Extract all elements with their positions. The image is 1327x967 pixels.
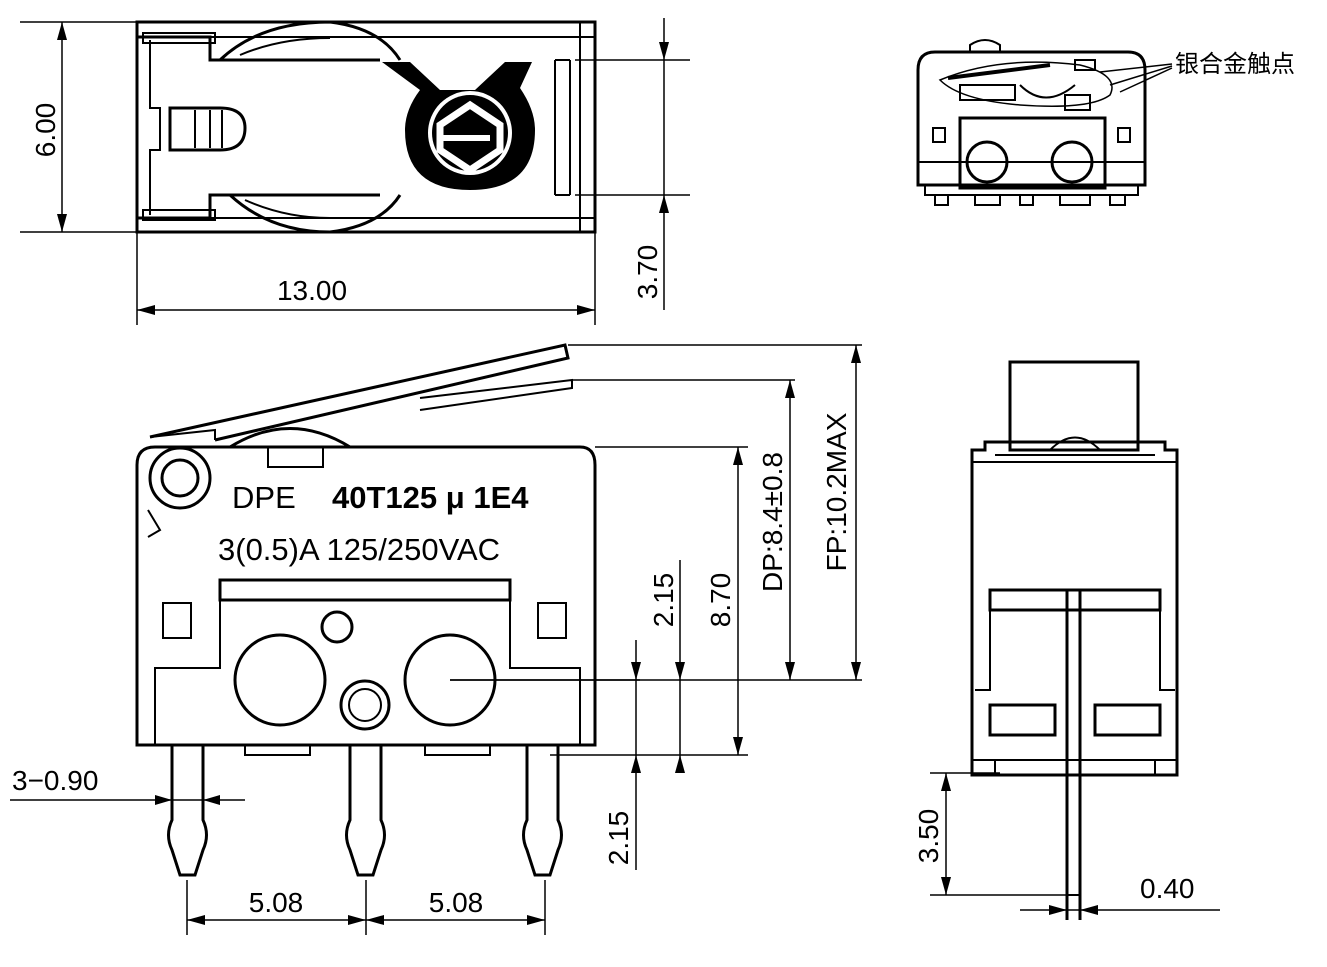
roller-arc-top — [218, 20, 402, 62]
callout-silver-alloy-contact: 银合金触点 — [1175, 50, 1295, 78]
dim-length-13: 13.00 — [277, 275, 347, 306]
top-view-outline — [135, 20, 597, 234]
marking-rating: 3(0.5)A 125/250VAC — [218, 532, 500, 567]
dim-body-8-70: 8.70 — [705, 573, 736, 628]
plunger-nose — [168, 106, 247, 152]
body-outline — [135, 445, 597, 747]
lever-arm — [149, 343, 570, 442]
pin-left — [167, 745, 208, 877]
marking-brand: DPE — [232, 480, 296, 515]
side-view: 3.50 0.40 — [913, 360, 1220, 920]
dim-width-6: 6.00 — [30, 103, 61, 158]
marking-model: 40T125 μ 1E4 — [332, 480, 529, 515]
dim-pitch-5-08-a: 5.08 — [249, 887, 304, 918]
dim-height-3-70: 3.70 — [632, 245, 663, 300]
top-view: 6.00 13.00 3.70 — [20, 18, 690, 325]
dim-dp: DP:8.4±0.8 — [757, 452, 788, 592]
brand-logo — [382, 62, 535, 190]
dim-terminal-3-50: 3.50 — [913, 809, 944, 864]
pin-right — [522, 745, 563, 877]
dim-lower-2-15: 2.15 — [603, 811, 634, 866]
dim-thickness-0-40: 0.40 — [1140, 873, 1195, 904]
contact-view-outline — [916, 50, 1147, 187]
roller-arc-bottom — [228, 193, 402, 234]
front-view: DPE 40T125 μ 1E4 3(0.5)A 125/250VAC 3−0.… — [10, 343, 862, 935]
pin-center — [345, 745, 386, 877]
dim-fp: FP:10.2MAX — [821, 412, 852, 571]
contact-view: 银合金触点 — [916, 39, 1295, 206]
dim-pitch-5-08-b: 5.08 — [429, 887, 484, 918]
dim-upper-2-15: 2.15 — [648, 573, 679, 628]
dim-pins-3-0-90: 3−0.90 — [12, 765, 98, 796]
